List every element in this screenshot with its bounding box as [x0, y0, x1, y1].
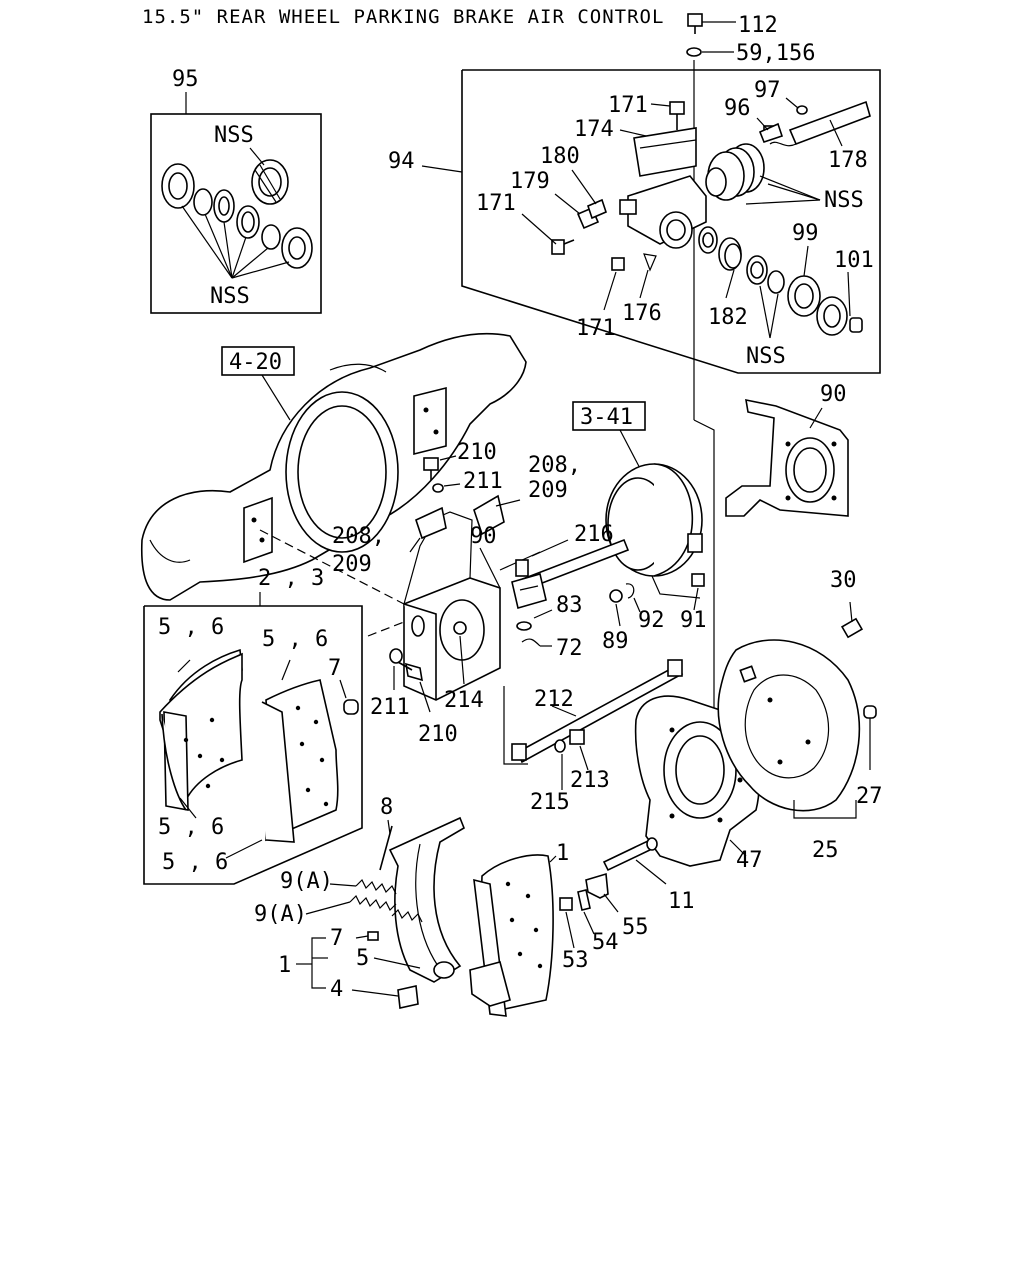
bolt-210-upper [423, 455, 461, 493]
callout-90-right: 90 [820, 382, 847, 407]
washer-59-156 [686, 47, 734, 57]
callout-89: 89 [602, 629, 629, 654]
brake-chamber [511, 463, 703, 610]
callout-180: 180 [540, 144, 580, 169]
dust-shield-25 [717, 601, 877, 819]
callout-99: 99 [792, 221, 819, 246]
callout-8: 8 [380, 795, 393, 820]
ref-box-3-41: 3-41 [572, 401, 646, 477]
callout-214: 214 [444, 688, 484, 713]
ref-4-20: 4-20 [229, 350, 282, 375]
assembly-guide-line-lower [693, 419, 715, 720]
callout-209-left: 209 [332, 552, 372, 577]
callout-101: 101 [834, 248, 874, 273]
diagram-title: 15.5" REAR WHEEL PARKING BRAKE AIR CONTR… [142, 6, 664, 28]
callout-53: 53 [562, 948, 589, 973]
callout-216: 216 [574, 522, 614, 547]
ref-box-4-20: 4-20 [221, 346, 295, 421]
callout-1-shoe: 1 [556, 841, 569, 866]
callout-213: 213 [570, 768, 610, 793]
callout-174: 174 [574, 117, 614, 142]
callout-91: 91 [680, 608, 707, 633]
callout-209-right: 209 [528, 478, 568, 503]
callout-72: 72 [556, 636, 583, 661]
callout-5-6-a: 5 , 6 [158, 615, 224, 640]
shim-208-209 [409, 494, 521, 553]
callout-171-bottom: 171 [576, 316, 616, 341]
brake-shoe-assembly [296, 816, 667, 1017]
callout-212: 212 [534, 687, 574, 712]
callout-178: 178 [828, 148, 868, 173]
callout-9a-upper: 9(A) [280, 869, 333, 894]
callout-210-lower: 210 [418, 722, 458, 747]
callout-5-6-b: 5 , 6 [262, 627, 328, 652]
callout-47: 47 [736, 848, 763, 873]
axle-housing [140, 332, 527, 601]
lining-kit-box-2-3 [143, 592, 363, 885]
ref-3-41: 3-41 [580, 405, 633, 430]
callout-27: 27 [856, 784, 883, 809]
nss-label-chamber-bottom: NSS [746, 344, 786, 369]
callout-11: 11 [668, 889, 695, 914]
callout-211-upper: 211 [463, 469, 503, 494]
nss-label-seal-kit-bottom: NSS [210, 284, 250, 309]
chamber-assembly-box-94 [421, 69, 881, 374]
callout-7-lining: 7 [328, 656, 341, 681]
callout-5-6-c: 5 , 6 [158, 815, 224, 840]
bolt-112 [687, 13, 736, 34]
callout-55: 55 [622, 915, 649, 940]
callout-182: 182 [708, 305, 748, 330]
callout-5-shoe: 5 [356, 946, 369, 971]
callout-211-lower: 211 [370, 695, 410, 720]
callout-176: 176 [622, 301, 662, 326]
callout-90-left: 90 [470, 524, 497, 549]
bracket-90-right [725, 398, 849, 517]
callout-208-left: 208, [332, 524, 385, 549]
callout-54: 54 [592, 930, 619, 955]
callout-95: 95 [172, 67, 199, 92]
callout-labels: 112 59,156 95 171 97 96 174 180 179 171 … [158, 13, 883, 1002]
callout-210-upper: 210 [457, 440, 497, 465]
callout-171-top: 171 [608, 93, 648, 118]
callout-92: 92 [638, 608, 665, 633]
callout-112: 112 [738, 13, 778, 38]
callout-1-group: 1 [278, 953, 291, 978]
callout-30: 30 [830, 568, 857, 593]
callout-25: 25 [812, 838, 839, 863]
small-hardware [516, 573, 705, 647]
callout-97: 97 [754, 78, 781, 103]
cross-rod-212 [503, 659, 684, 790]
callout-4: 4 [330, 977, 343, 1002]
callout-5-6-d: 5 , 6 [162, 850, 228, 875]
bolt-210-lower [389, 635, 465, 713]
callout-179: 179 [510, 169, 550, 194]
callout-59-156: 59,156 [736, 41, 815, 66]
callout-2-3: 2 , 3 [258, 566, 324, 591]
callout-215: 215 [530, 790, 570, 815]
callout-171-left: 171 [476, 191, 516, 216]
nss-label-seal-kit-top: NSS [214, 123, 254, 148]
callout-96: 96 [724, 96, 751, 121]
nss-label-chamber-right: NSS [824, 188, 864, 213]
callout-9a-lower: 9(A) [254, 902, 307, 927]
seal-kit-box-95 [150, 92, 322, 314]
callout-7-shoe: 7 [330, 926, 343, 951]
callout-83: 83 [556, 593, 583, 618]
callout-94: 94 [388, 149, 415, 174]
bracket-90 [259, 511, 541, 701]
callout-208-right: 208, [528, 453, 581, 478]
